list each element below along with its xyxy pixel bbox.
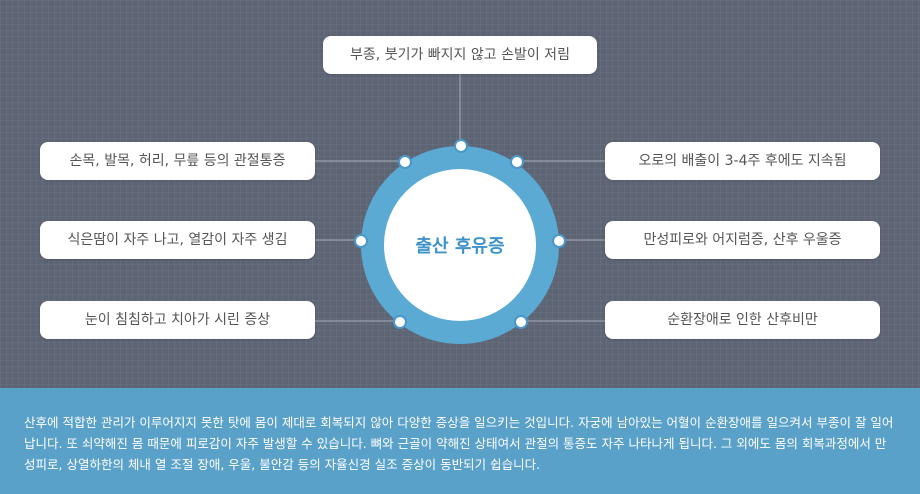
center-circle: 출산 후유증 — [384, 169, 536, 321]
diagram-area: 부종, 붓기가 빠지지 않고 손발이 저림 손목, 발목, 허리, 무릎 등의 … — [0, 0, 920, 388]
symptom-right-1: 오로의 배출이 3-4주 후에도 지속됨 — [605, 142, 880, 180]
node-upper-right — [510, 155, 524, 169]
node-upper-left — [398, 155, 412, 169]
center-title: 출산 후유증 — [415, 236, 505, 257]
description-panel: 산후에 적합한 관리가 이루어지지 못한 탓에 몸이 제대로 회복되지 않아 다… — [0, 388, 920, 494]
symptom-left-1: 손목, 발목, 허리, 무릎 등의 관절통증 — [40, 142, 315, 180]
symptom-left-3: 눈이 침침하고 치아가 시린 증상 — [40, 301, 315, 339]
node-lower-left — [393, 315, 407, 329]
symptom-right-2: 만성피로와 어지럼증, 산후 우울증 — [605, 221, 880, 259]
symptom-top: 부종, 붓기가 빠지지 않고 손발이 저림 — [323, 36, 597, 74]
node-lower-right — [514, 315, 528, 329]
symptom-right-3: 순환장애로 인한 산후비만 — [605, 301, 880, 339]
description-text: 산후에 적합한 관리가 이루어지지 못한 탓에 몸이 제대로 회복되지 않아 다… — [24, 415, 894, 472]
symptom-left-2: 식은땀이 자주 나고, 열감이 자주 생김 — [40, 221, 315, 259]
node-top — [454, 139, 468, 153]
node-right — [552, 234, 566, 248]
node-left — [354, 234, 368, 248]
